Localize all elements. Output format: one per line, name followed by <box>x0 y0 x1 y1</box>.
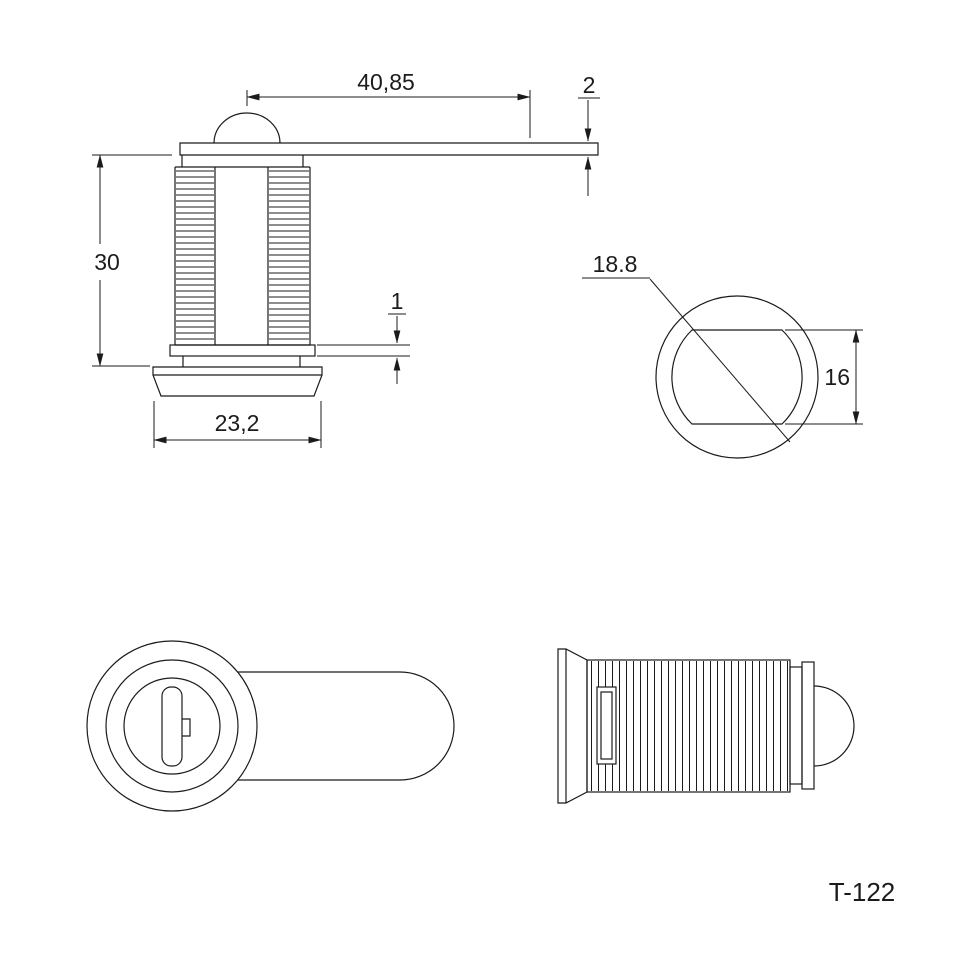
profile-retainer <box>789 661 815 790</box>
dim-cam-length: 40,85 <box>246 69 531 138</box>
profile-flange <box>557 648 588 804</box>
dim-hole-diameter: 18.8 <box>582 251 791 443</box>
front-bezel <box>105 659 239 793</box>
lock-cap <box>175 155 310 168</box>
dim-cam-length-label: 40,85 <box>357 69 415 95</box>
lock-body <box>174 167 311 346</box>
mounting-flange <box>152 366 323 397</box>
view-front <box>86 640 455 812</box>
dim-cam-thickness-label: 2 <box>583 72 596 98</box>
front-cam-arm <box>238 671 455 781</box>
dim-cam-thickness: 2 <box>578 72 600 196</box>
dim-hole-flat-width-label: 16 <box>824 364 850 390</box>
profile-dome <box>813 685 855 767</box>
front-cylinder-face <box>123 677 221 775</box>
dim-base-width: 23,2 <box>153 401 322 448</box>
stop-washer <box>169 344 316 357</box>
view-side-elevation: 40,85 2 30 1 <box>92 69 600 448</box>
keyway-notch <box>182 718 191 737</box>
dim-hole-diameter-label: 18.8 <box>593 251 638 277</box>
thread-pattern-right <box>269 169 309 343</box>
hole-double-d <box>671 329 803 425</box>
view-hole-section: 18.8 16 <box>582 251 863 459</box>
thread-pattern-barrel <box>590 661 788 791</box>
front-outer-rim <box>86 640 258 812</box>
dim-base-width-label: 23,2 <box>215 410 260 436</box>
thread-pattern-left <box>176 169 214 343</box>
dim-washer-thickness: 1 <box>317 288 410 384</box>
cam-dome <box>213 112 281 144</box>
dim-hole-flat-width: 16 <box>785 329 863 425</box>
view-side-profile <box>557 648 855 804</box>
profile-threaded-barrel <box>586 659 791 793</box>
dim-washer-thickness-label: 1 <box>391 288 404 314</box>
cam-arm <box>179 112 599 156</box>
pin-chamber <box>596 686 617 765</box>
hole-outer-circle <box>655 295 819 459</box>
dim-body-height: 30 <box>92 154 172 367</box>
dim-body-height-label: 30 <box>94 249 120 275</box>
neck <box>182 356 301 367</box>
part-number-label: T-122 <box>829 877 896 907</box>
keyway <box>161 686 191 767</box>
